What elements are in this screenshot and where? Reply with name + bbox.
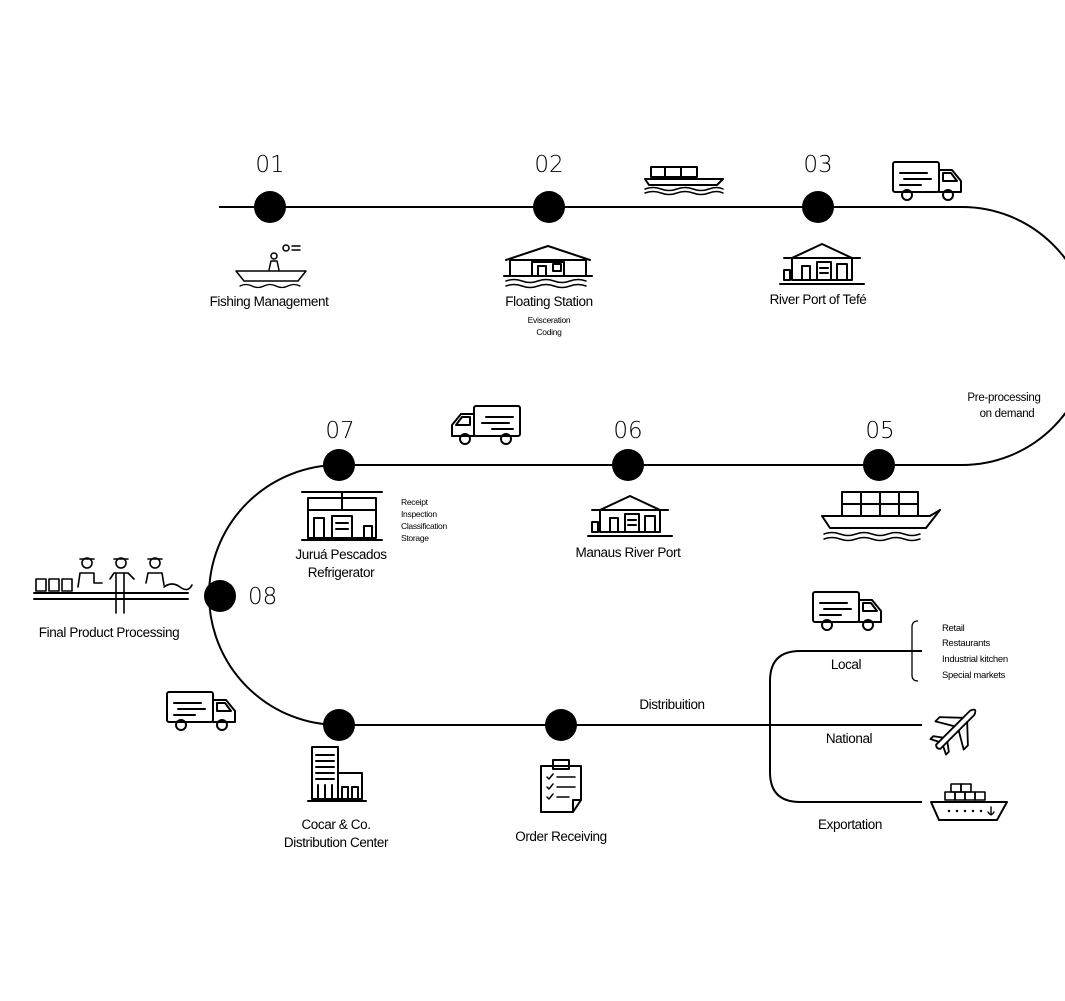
truck-icon-route-07 [451, 405, 521, 445]
label-cocar-line2: Distribution Center [284, 835, 389, 850]
riverboat-icon [644, 166, 724, 196]
label-order-receiving: Order Receiving [515, 829, 607, 844]
step-number-08: 08 [248, 584, 277, 610]
channel-retail: Retail [942, 623, 965, 634]
channel-restaurants: Restaurants [942, 638, 990, 649]
truck-icon-tefe [892, 161, 962, 201]
step-number-06: 06 [613, 418, 642, 444]
label-jurua-line1: Juruá Pescados [295, 547, 387, 562]
cargo-ship-icon [930, 783, 1008, 821]
truck-icon-local [812, 591, 882, 631]
node-05 [863, 449, 895, 481]
warehouse-icon-tefe [779, 243, 865, 285]
label-preprocessing-line1: Pre-processing [967, 392, 1040, 404]
warehouse-icon-manaus [587, 495, 673, 537]
note-classification: Classification [401, 521, 447, 531]
node-02 [533, 191, 565, 223]
label-fishing-management: Fishing Management [210, 294, 330, 309]
step-number-07: 07 [325, 418, 354, 444]
fisherman-boat-icon [235, 244, 307, 289]
node-06 [612, 449, 644, 481]
node-cocar [323, 709, 355, 741]
label-exportation: Exportation [818, 817, 882, 832]
note-storage: Storage [401, 533, 429, 543]
step-number-02: 02 [534, 152, 563, 178]
cargo-barge-icon [821, 491, 941, 542]
step-number-05: 05 [865, 418, 894, 444]
step-number-03: 03 [803, 152, 832, 178]
label-local: Local [831, 657, 862, 672]
processing-workers-icon [33, 557, 193, 614]
floating-station-icon [503, 245, 593, 289]
label-river-port-tefe: River Port of Tefé [770, 292, 867, 307]
node-order [545, 709, 577, 741]
label-jurua-line2: Refrigerator [308, 565, 375, 580]
label-cocar-line1: Cocar & Co. [301, 817, 370, 832]
clipboard-icon [540, 759, 582, 813]
note-evisceration: Evisceration [528, 315, 571, 325]
label-final-product-processing: Final Product Processing [39, 625, 179, 640]
step-number-01: 01 [255, 152, 284, 178]
label-manaus-river-port: Manaus River Port [576, 545, 682, 560]
node-07 [323, 449, 355, 481]
node-08 [204, 580, 236, 612]
label-distribution: Distribuition [639, 697, 704, 712]
refrigerator-building-icon [301, 491, 383, 541]
label-national: National [826, 731, 873, 746]
channel-industrial-kitchen: Industrial kitchen [942, 654, 1008, 665]
airplane-icon [929, 708, 977, 756]
label-floating-station: Floating Station [505, 294, 592, 309]
truck-icon-cocar [166, 691, 236, 731]
note-coding: Coding [536, 327, 562, 337]
distribution-building-icon [307, 746, 367, 802]
label-preprocessing-line2: on demand [980, 408, 1035, 420]
node-01 [254, 191, 286, 223]
node-03 [802, 191, 834, 223]
channel-special-markets: Special markets [942, 670, 1006, 681]
note-receipt: Receipt [401, 497, 429, 507]
note-inspection: Inspection [401, 509, 437, 519]
